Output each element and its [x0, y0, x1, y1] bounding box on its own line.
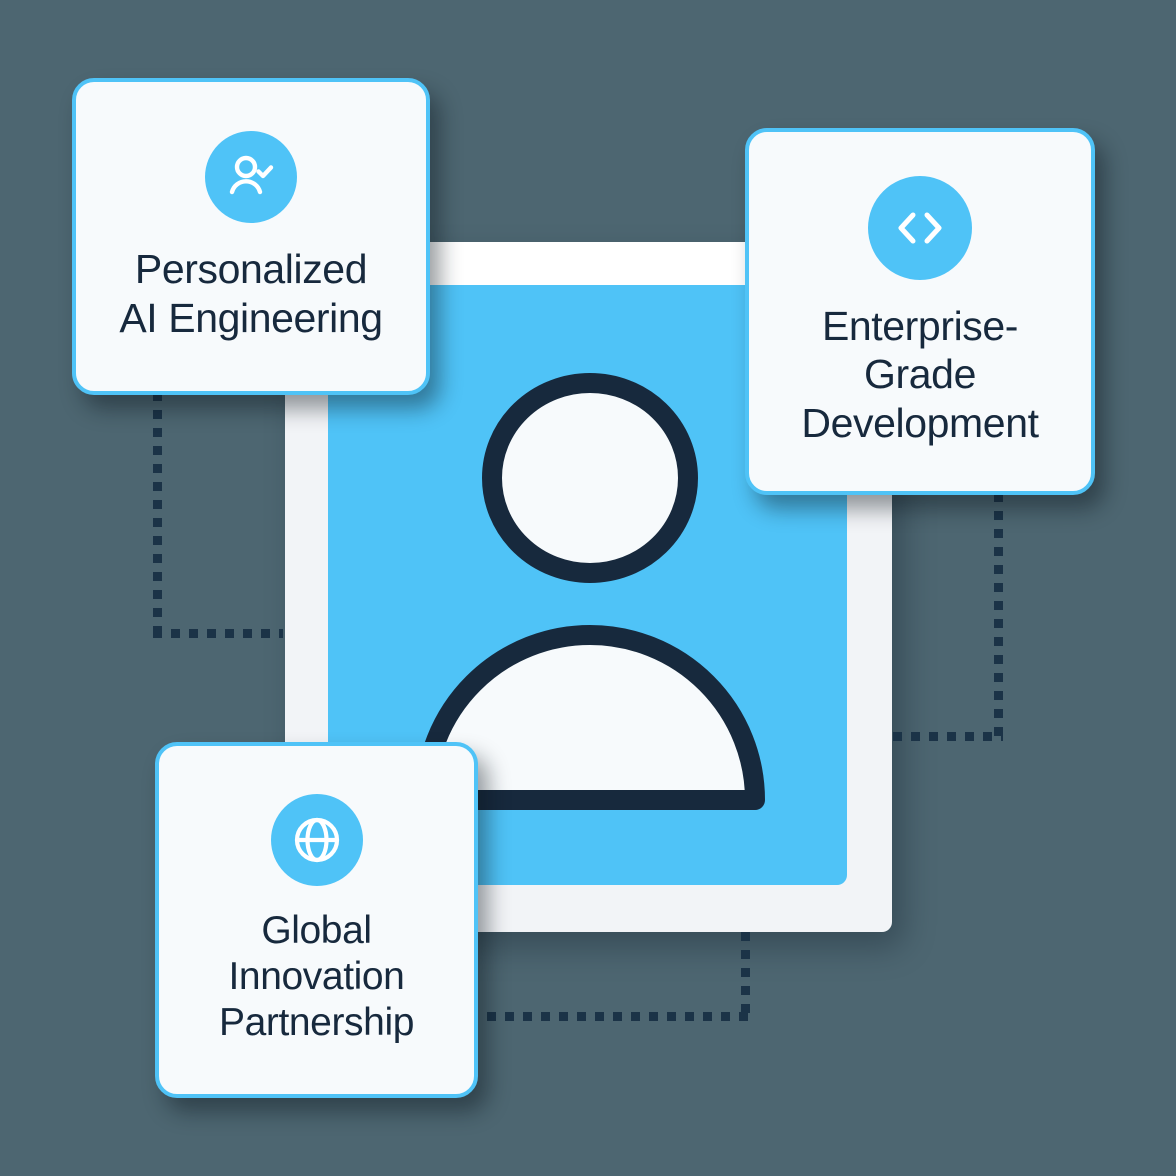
feature-card-enterprise[interactable]: Enterprise- Grade Development [745, 128, 1095, 495]
personalized-connector-horizontal [153, 629, 283, 638]
feature-card-global[interactable]: Global Innovation Partnership [155, 742, 478, 1098]
personalized-connector-vertical [153, 392, 162, 638]
enterprise-connector-vertical [994, 493, 1003, 741]
code-brackets-icon [868, 175, 972, 280]
global-connector-vertical [741, 932, 750, 1021]
user-profile-illustration [415, 365, 765, 815]
feature-card-title: Global Innovation Partnership [218, 908, 415, 1044]
global-connector-horizontal [487, 1012, 750, 1021]
user-check-icon [205, 131, 297, 224]
feature-card-title: Enterprise- Grade Development [801, 302, 1039, 446]
enterprise-connector-horizontal [893, 732, 1003, 741]
feature-card-personalized[interactable]: Personalized AI Engineering [72, 78, 430, 395]
feature-card-title: Personalized AI Engineering [119, 246, 383, 341]
globe-icon [270, 793, 363, 886]
